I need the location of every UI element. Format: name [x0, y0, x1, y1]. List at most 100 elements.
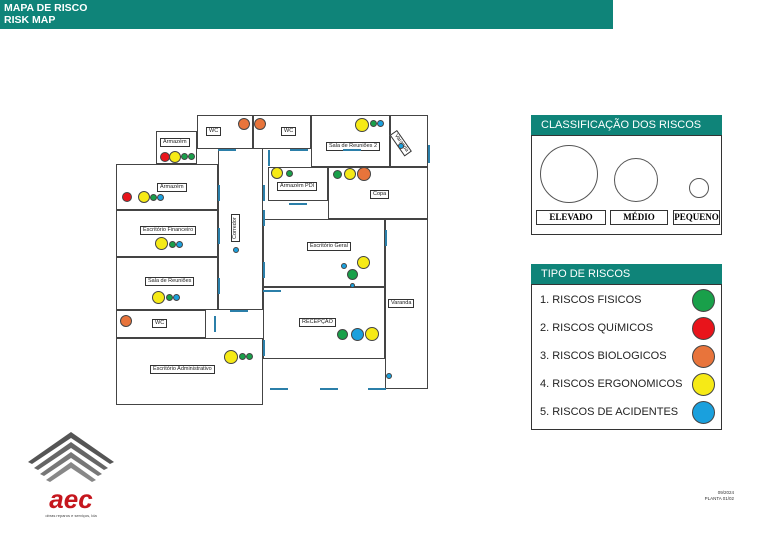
label-recepcao: RECEPÇÃO: [299, 318, 336, 327]
route-arrow: [218, 185, 220, 201]
legend-ergonomico-icon: [692, 373, 715, 396]
route-arrow: [214, 316, 216, 332]
label-medio: MÉDIO: [610, 210, 668, 225]
route-arrow: [263, 290, 281, 292]
route-arrow: [263, 340, 265, 356]
label-armazem-left: Armazém: [157, 183, 187, 192]
tipos-title: TIPO DE RISCOS: [531, 264, 722, 284]
route-arrow: [263, 210, 265, 226]
route-arrow: [263, 262, 265, 278]
risk-fisico: [181, 153, 188, 160]
header-bar: MAPA DE RISCO RISK MAP: [0, 0, 613, 29]
route-arrow: [343, 149, 361, 151]
risk-ergonomico: [344, 168, 356, 180]
circle-pequeno: [689, 178, 709, 198]
risk-fisico: [166, 294, 173, 301]
label-armazem-top: Armazém: [160, 138, 190, 147]
risk-biologico: [120, 315, 132, 327]
risk-fisico: [188, 153, 195, 160]
label-escritorio-administrativo: Escritório Administrativo: [150, 365, 215, 374]
legend-biologico: 3. RISCOS BIOLOGICOS: [540, 350, 667, 362]
route-arrow: [218, 278, 220, 294]
label-elevado: ELEVADO: [536, 210, 606, 225]
risk-ergonomico: [224, 350, 238, 364]
risk-fisico: [337, 329, 348, 340]
route-arrow: [263, 185, 265, 201]
logo-text: aec: [49, 484, 93, 514]
legend-fisico: 1. RISCOS FISICOS: [540, 294, 642, 306]
risk-ergonomico: [355, 118, 369, 132]
legend-biologico-icon: [692, 345, 715, 368]
company-logo: aec obras reparos e serviços, lda: [26, 430, 116, 522]
risk-ergonomico: [271, 167, 283, 179]
legend-acidente: 5. RISCOS DE ACIDENTES: [540, 406, 679, 418]
risk-acidente: [351, 328, 364, 341]
tipos-panel: 1. RISCOS FISICOS 2. RISCOS QUíMICOS 3. …: [531, 284, 722, 430]
footer-planta: PLANTA 01/02: [704, 496, 734, 501]
floor-plan: Armazém WC WC Sala de Reuniões 2 Varanda…: [0, 0, 470, 420]
risk-acidente: [341, 263, 347, 269]
risk-fisico: [169, 241, 176, 248]
label-pequeno: PEQUENO: [673, 210, 720, 225]
risk-ergonomico: [152, 291, 165, 304]
route-arrow: [320, 388, 338, 390]
label-wc-1: WC: [206, 127, 222, 136]
risk-acidente: [176, 241, 183, 248]
risk-fisico: [333, 170, 342, 179]
risk-biologico: [357, 167, 371, 181]
legend-acidente-icon: [692, 401, 715, 424]
risk-ergonomico: [138, 191, 150, 203]
risk-ergonomico: [169, 151, 181, 163]
label-corredor: Corredor: [231, 214, 240, 242]
risk-fisico: [150, 194, 157, 201]
circle-medio: [614, 158, 658, 202]
title-en: RISK MAP: [4, 14, 56, 26]
route-arrow: [218, 149, 236, 151]
label-copa: Copa: [370, 190, 390, 199]
label-escritorio-geral: Escritório Geral: [307, 242, 351, 251]
route-arrow: [385, 230, 387, 246]
risk-acidente: [377, 120, 384, 127]
legend-ergonomico: 4. RISCOS ERGONOMICOS: [540, 378, 683, 390]
risk-acidente: [386, 373, 392, 379]
room-escritorio-financeiro: [116, 210, 218, 257]
route-arrow: [230, 310, 248, 312]
legend-quimico-icon: [692, 317, 715, 340]
risk-fisico: [370, 120, 377, 127]
room-escritorio-geral: [263, 219, 385, 287]
classificacao-panel: ELEVADO MÉDIO PEQUENO: [531, 135, 722, 235]
route-arrow: [290, 149, 308, 151]
logo-tagline: obras reparos e serviços, lda: [45, 513, 97, 518]
risk-fisico: [347, 269, 358, 280]
label-sala-reunioes-2: Sala de Reuniões 2: [326, 142, 381, 151]
risk-acidente: [398, 143, 404, 149]
risk-ergonomico: [365, 327, 379, 341]
route-arrow: [268, 150, 270, 166]
risk-ergonomico: [155, 237, 168, 250]
risk-acidente: [350, 283, 355, 288]
label-wc-2: WC: [281, 127, 297, 136]
label-armazem-pdi: Armazém PDI: [277, 182, 318, 191]
risk-biologico: [238, 118, 250, 130]
logo-roof-icon: [28, 432, 114, 482]
classificacao-title: CLASSIFICAÇÃO DOS RISCOS: [531, 115, 722, 135]
route-arrow: [289, 203, 307, 205]
label-escritorio-financeiro: Escritório Financeiro: [140, 226, 197, 235]
legend-fisico-icon: [692, 289, 715, 312]
risk-fisico: [239, 353, 246, 360]
risk-quimico: [122, 192, 132, 202]
risk-acidente: [173, 294, 180, 301]
risk-biologico: [254, 118, 266, 130]
label-wc-3: WC: [152, 319, 168, 328]
legend-quimico: 2. RISCOS QUíMICOS: [540, 322, 654, 334]
label-varanda: Varanda: [388, 299, 415, 308]
room-corredor: [218, 149, 263, 310]
risk-acidente: [233, 247, 239, 253]
title-pt: MAPA DE RISCO: [4, 2, 88, 14]
footer-date: 09/2024: [717, 490, 734, 495]
risk-fisico: [246, 353, 253, 360]
circle-elevado: [540, 145, 598, 203]
route-arrow: [270, 388, 288, 390]
risk-acidente: [157, 194, 164, 201]
risk-fisico: [286, 170, 293, 177]
